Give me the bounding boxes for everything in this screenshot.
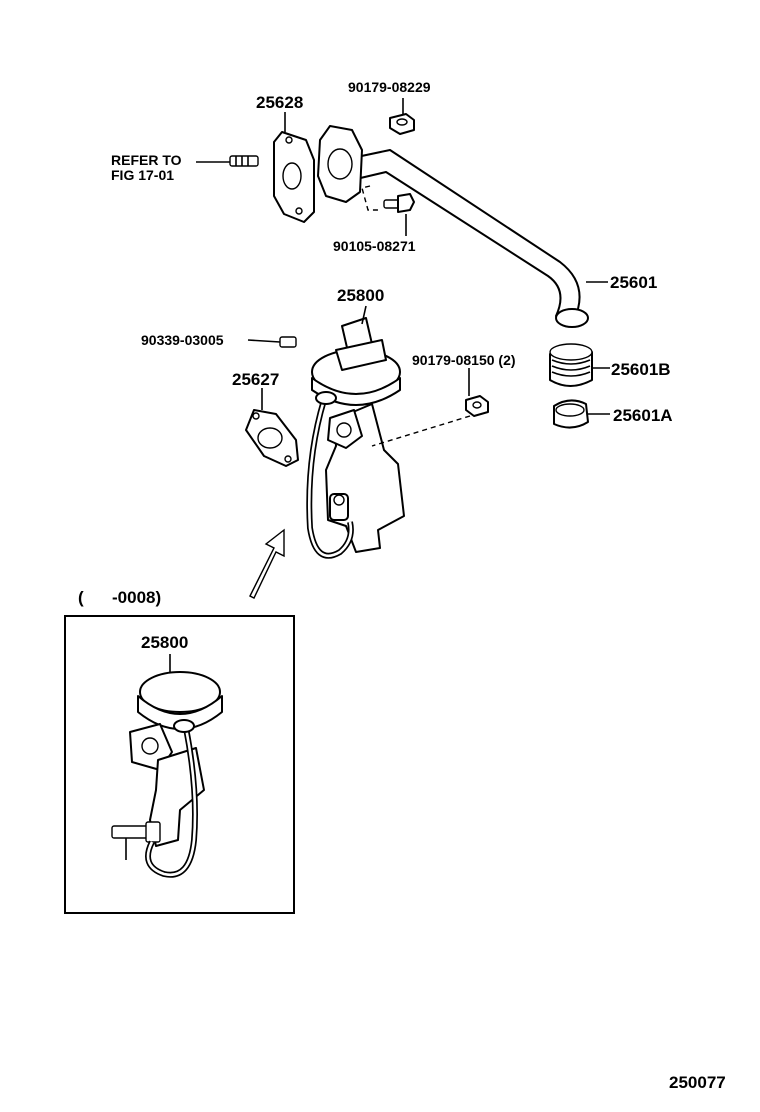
label-90339-03005: 90339-03005	[141, 332, 224, 348]
label-inset-range: ( -0008)	[78, 588, 161, 607]
gasket-25601A[interactable]	[553, 399, 589, 429]
gasket-25601B[interactable]	[549, 343, 593, 387]
label-25627: 25627	[232, 370, 279, 389]
label-refer-line1: REFER TO	[111, 152, 182, 168]
gasket-25628[interactable]	[273, 131, 315, 223]
plug-90339-03005[interactable]	[279, 336, 297, 348]
label-90179-08229: 90179-08229	[348, 79, 431, 95]
label-25601B: 25601B	[611, 360, 671, 379]
gasket-25627[interactable]	[245, 409, 299, 467]
nut-90179-08150[interactable]	[465, 395, 489, 417]
egr-valve-25800-inset[interactable]	[111, 671, 223, 878]
egr-valve-25800[interactable]	[306, 317, 405, 559]
label-25800-main: 25800	[337, 286, 384, 305]
bolt-90105-08271[interactable]	[383, 193, 415, 213]
stud-bolt	[196, 155, 259, 167]
egr-pipe-25601[interactable]	[317, 125, 589, 328]
label-25601A: 25601A	[613, 406, 673, 425]
inset-frame	[64, 615, 295, 914]
label-25800-inset: 25800	[141, 633, 188, 652]
label-25601: 25601	[610, 273, 657, 292]
label-refer-line2: FIG 17-01	[111, 167, 174, 183]
view-arrow-icon	[249, 528, 285, 599]
label-90179-08150: 90179-08150 (2)	[412, 352, 516, 368]
dash-90179-08150	[371, 415, 471, 447]
dash-90105	[361, 185, 378, 211]
label-25628: 25628	[256, 93, 303, 112]
nut-90179-08229[interactable]	[389, 113, 415, 135]
figure-number: 250077	[669, 1073, 726, 1092]
label-90105-08271: 90105-08271	[333, 238, 416, 254]
leader-25800-main	[361, 305, 367, 325]
leader-90339-03005	[247, 339, 281, 343]
